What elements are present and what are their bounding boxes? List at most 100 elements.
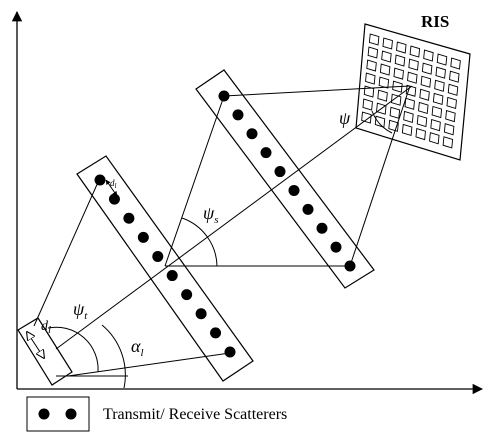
scatterer-dot <box>152 250 164 262</box>
d-large-marker <box>27 332 44 358</box>
angle-labels: ψ ψs ψt αl dl dl <box>41 108 351 359</box>
psi-t-arc <box>47 326 99 373</box>
scatterer-dot <box>302 203 314 215</box>
psi-s-arc <box>181 217 218 267</box>
ris-element <box>366 59 377 72</box>
psi-t-base: ψ <box>73 299 85 319</box>
distance-markers <box>27 179 118 358</box>
legend-dot-2 <box>65 408 77 420</box>
psi-s-sub: s <box>214 214 218 226</box>
psi-arc <box>371 110 393 134</box>
ris-element <box>368 33 380 46</box>
ris-element <box>436 53 448 66</box>
scatterer-dot <box>288 184 300 196</box>
d-small-base: d <box>110 178 115 188</box>
right-scatterer-array <box>195 69 375 289</box>
ris-element <box>445 109 456 123</box>
ris-element <box>421 62 433 75</box>
ris-element <box>378 76 390 89</box>
ris-element <box>431 105 443 119</box>
ris-element <box>394 54 406 67</box>
ris-element <box>447 83 459 96</box>
scatterer-dot <box>137 231 149 243</box>
psi-s-base: ψ <box>203 203 215 223</box>
scatterer-dot <box>195 308 207 320</box>
ris-element <box>443 123 455 136</box>
ris-element <box>434 79 445 92</box>
ris-element <box>361 111 372 124</box>
psi-t-label: ψt <box>73 299 88 322</box>
ris-element <box>365 72 376 85</box>
ris-element <box>442 136 454 149</box>
scatterer-dot <box>246 128 258 140</box>
ris-element <box>409 45 421 58</box>
d-small-sub: l <box>115 182 117 190</box>
d-large-sub: l <box>48 324 51 336</box>
ris-element <box>446 96 457 110</box>
ris-element <box>418 101 429 115</box>
d-small-label: dl <box>110 178 117 190</box>
ris-element <box>407 71 418 84</box>
ris-element <box>430 119 441 132</box>
alpha-sub: l <box>140 347 143 359</box>
d-small-marker <box>105 179 118 197</box>
d-large-base: d <box>41 319 49 334</box>
scatterer-dot <box>224 346 236 358</box>
ris-element <box>377 89 388 102</box>
alpha-base: α <box>131 336 141 356</box>
ris-element-grid <box>361 33 461 149</box>
alpha-arc <box>101 324 126 389</box>
los-path <box>55 85 413 350</box>
scatterer-dot <box>316 222 328 234</box>
ris-element <box>420 75 432 88</box>
signal-paths <box>33 85 413 377</box>
ris-panel <box>355 23 471 161</box>
scatterer-dot <box>260 147 272 159</box>
scatterer-dot <box>330 241 342 253</box>
ris-element <box>401 123 413 137</box>
ris-element <box>416 114 428 128</box>
ris-element <box>404 97 415 110</box>
scatterer-dot <box>210 327 222 339</box>
psi-t-sub: t <box>84 310 88 322</box>
ris-element <box>423 49 434 62</box>
ris-element <box>429 132 440 145</box>
ris-element <box>408 58 419 71</box>
path-ref-to-left-bottom <box>67 352 231 377</box>
ris-label: RIS <box>421 12 449 31</box>
legend-box <box>26 396 90 432</box>
scatterer-dot <box>94 174 106 186</box>
ris-element <box>403 110 414 123</box>
scatterer-dot <box>232 109 244 121</box>
legend-dot-1 <box>38 408 50 420</box>
legend-label: Transmit/ Receive Scatterers <box>103 406 287 423</box>
alpha-label: αl <box>131 336 144 359</box>
psi-s-label: ψs <box>203 203 218 226</box>
legend: Transmit/ Receive Scatterers <box>26 396 287 432</box>
path-right-top-to-ris <box>223 85 411 97</box>
angle-arcs <box>47 110 393 389</box>
ris-element <box>381 50 392 63</box>
scatterer-dot <box>108 193 120 205</box>
ris-element <box>435 66 446 79</box>
scatterer-dot <box>166 270 178 282</box>
scatterer-dot <box>123 212 135 224</box>
path-left-top-to-ref <box>33 179 100 327</box>
ris-element <box>396 41 407 54</box>
ris-element <box>367 46 379 59</box>
d-large-label: dl <box>41 319 51 336</box>
ris-element <box>415 127 426 141</box>
path-right-bottom-to-ris <box>349 85 411 267</box>
ris-element <box>419 88 430 101</box>
right-scatterer-bar <box>195 69 375 289</box>
ris-element <box>432 92 444 105</box>
ris-element <box>449 70 460 83</box>
ris-element <box>374 115 386 128</box>
axes <box>11 10 484 395</box>
ris-element <box>379 63 391 76</box>
ris-element <box>450 57 461 70</box>
ris-element <box>393 67 404 80</box>
psi-label: ψ <box>339 108 351 128</box>
